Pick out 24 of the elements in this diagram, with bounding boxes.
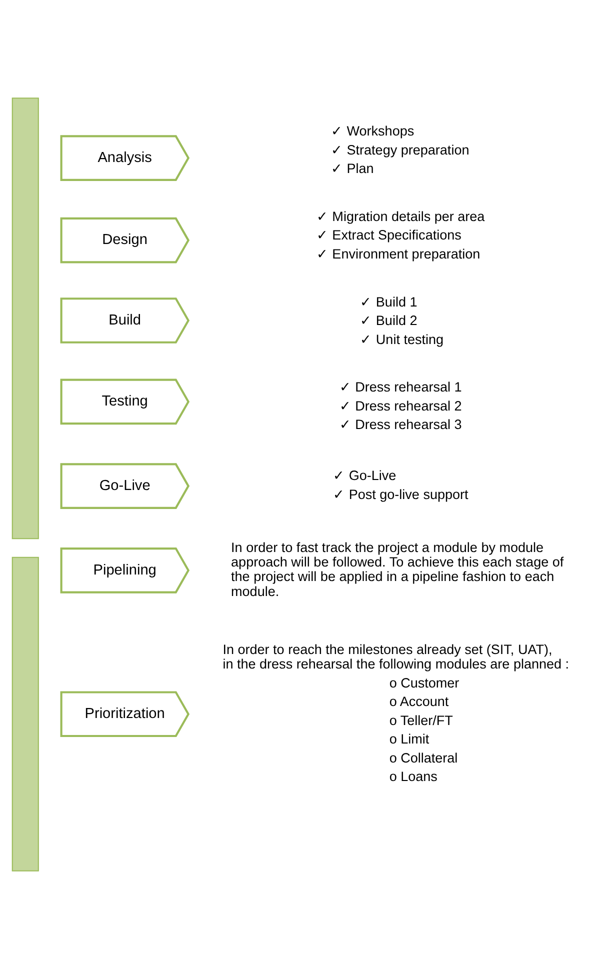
node-bar — [12, 98, 39, 540]
node-label: ✓ Dress rehearsal 1 — [339, 380, 462, 395]
node-label: o Account — [389, 694, 449, 710]
node-label: ✓ Go-Live — [333, 468, 396, 484]
node-label: ✓ Dress rehearsal 3 — [339, 417, 462, 432]
node-label: o Limit — [389, 732, 430, 747]
node-label: ✓ Build 2 — [360, 313, 418, 328]
node-label: ✓ Migration details per area — [316, 208, 485, 224]
node-label: ✓ Strategy preparation — [331, 142, 470, 158]
node-label: ✓ Workshops — [331, 124, 414, 139]
node-label: o Collateral — [389, 750, 458, 766]
node-label: ✓ Environment preparation — [316, 246, 480, 262]
node-label: o Loans — [389, 769, 438, 784]
node-label: In order to fast track the project a module by module approach will be followed. To achieve this each stage of the project will be applied in a pipeline fashion to each module. — [231, 540, 564, 599]
node-label: o Customer — [389, 675, 460, 690]
node-bar — [12, 556, 39, 872]
node-label: ✓ Unit testing — [360, 332, 444, 347]
node-label: ✓ Extract Specifications — [316, 228, 462, 243]
node-label: ✓ Post go-live support — [333, 486, 468, 502]
node-label: In order to reach the milestones already set (SIT, UAT), in the dress rehearsal the following modules are planned : — [222, 642, 570, 672]
node-label: o Teller/FT — [389, 712, 453, 728]
node-label: ✓ Dress rehearsal 2 — [339, 398, 462, 414]
node-label: ✓ Plan — [331, 161, 374, 176]
node-label: ✓ Build 1 — [360, 294, 418, 310]
